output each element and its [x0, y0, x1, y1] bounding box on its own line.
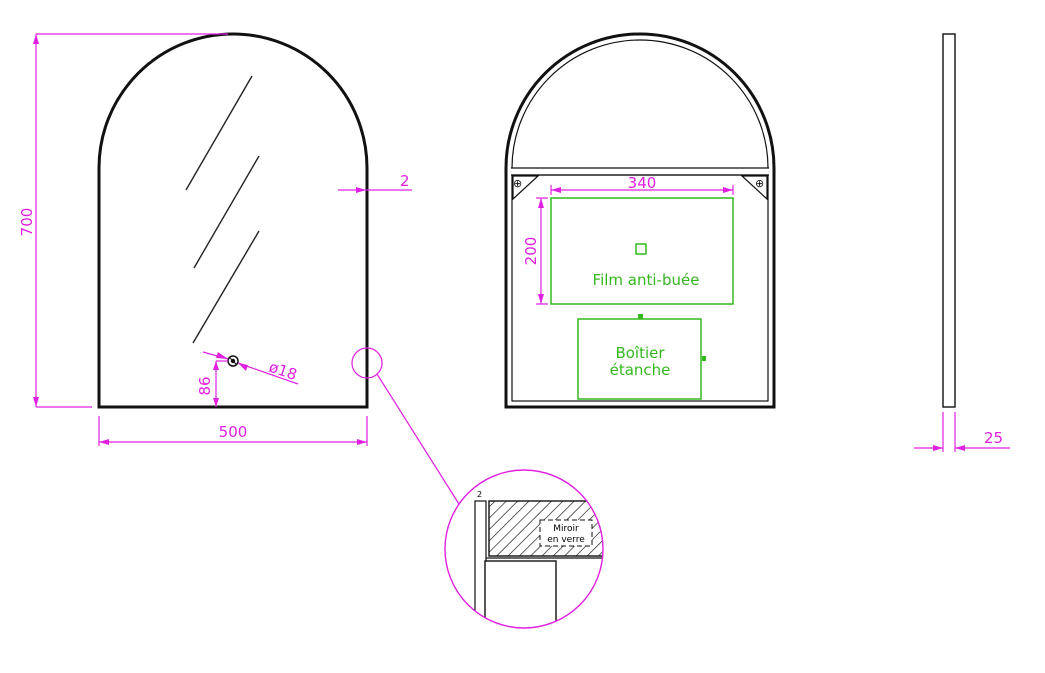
height-label: 700 — [18, 208, 36, 237]
back-frame — [511, 174, 769, 402]
switch-hole — [227, 355, 239, 367]
detail-glass-label: Miroir en verre — [539, 519, 593, 547]
reflection-line-1 — [185, 75, 253, 191]
svg-text:⊕: ⊕ — [513, 177, 522, 190]
detail-label-line1: Miroir — [553, 524, 579, 534]
hole-diameter-label: ø18 — [267, 358, 300, 384]
mirror-back-inner-arch — [511, 39, 769, 169]
dim-height: 700 — [18, 33, 228, 408]
back-view: ⊕ ⊕ Film anti-buée Boîtier étanche — [504, 32, 776, 409]
detail-label-line2: en verre — [547, 535, 585, 545]
detail-circle — [444, 469, 604, 629]
film-height-label: 200 — [522, 237, 540, 266]
waterproof-box: Boîtier étanche — [577, 318, 706, 400]
corner-bracket-left: ⊕ — [512, 175, 540, 201]
mirror-side-profile — [942, 33, 956, 408]
corner-bracket-right: ⊕ — [740, 175, 768, 201]
hole-height-label: 86 — [196, 376, 214, 395]
dim-film-width: 340 — [550, 174, 734, 195]
dim-depth: 25 — [914, 412, 1010, 452]
film-connector — [638, 314, 643, 319]
mirror-front-outline — [97, 32, 369, 409]
anti-fog-film: Film anti-buée — [550, 197, 734, 305]
reflection-line-2 — [193, 155, 260, 269]
mirror-back-outer — [504, 32, 776, 409]
film-width-label: 340 — [628, 174, 657, 192]
svg-text:⊕: ⊕ — [755, 177, 764, 190]
edge-label: 2 — [400, 172, 410, 190]
film-label: Film anti-buée — [593, 271, 700, 289]
box-label-line2: étanche — [610, 361, 671, 379]
detail-view: 2 Miroir en verre — [444, 469, 604, 629]
box-label-line1: Boîtier — [615, 344, 665, 362]
dim-film-height: 200 — [522, 197, 548, 305]
dim-width: 500 — [98, 416, 368, 446]
front-view — [97, 32, 369, 409]
detail-edge-label: 2 — [477, 490, 482, 499]
width-label: 500 — [219, 423, 248, 441]
reflection-line-3 — [192, 230, 260, 344]
detail-callout — [351, 347, 460, 505]
depth-label: 25 — [984, 429, 1003, 447]
detail-frame — [484, 560, 557, 628]
dim-edge: 2 — [338, 172, 412, 193]
dim-hole-height: 86 — [196, 360, 228, 407]
side-view: 25 — [914, 33, 1010, 452]
